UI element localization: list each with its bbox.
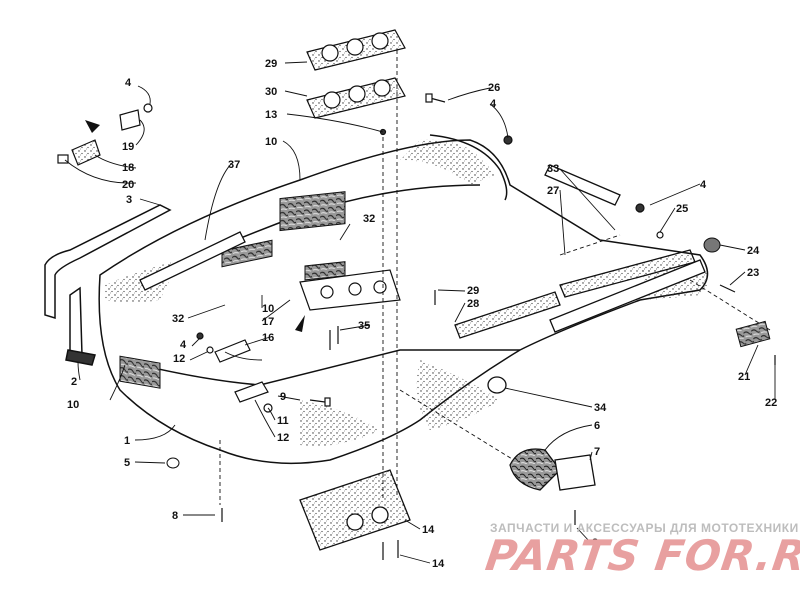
cap-34 bbox=[487, 376, 507, 394]
callout-32-left: 32 bbox=[172, 313, 184, 325]
reflector-21 bbox=[735, 320, 771, 348]
callout-24: 24 bbox=[747, 245, 760, 257]
callout-10-left: 10 bbox=[67, 399, 79, 411]
callout-33: 33 bbox=[547, 163, 559, 175]
callout-10-mid: 10 bbox=[262, 303, 274, 315]
callout-17: 17 bbox=[262, 316, 274, 328]
decal-lower bbox=[304, 261, 346, 281]
bracket-16 bbox=[214, 339, 251, 363]
left-trim bbox=[139, 231, 246, 291]
callout-14: 14 bbox=[432, 558, 445, 570]
callout-6: 6 bbox=[594, 420, 600, 432]
callout-13: 13 bbox=[265, 109, 277, 121]
leader-lines bbox=[64, 61, 776, 564]
callout-37: 37 bbox=[228, 159, 240, 171]
callout-12-low: 12 bbox=[277, 432, 289, 444]
callout-15: 14 bbox=[422, 524, 435, 536]
side-rail bbox=[44, 204, 172, 366]
callout-1: 1 bbox=[124, 435, 130, 447]
callout-28: 28 bbox=[467, 298, 479, 310]
callout-10-top: 10 bbox=[265, 136, 277, 148]
callout-19: 19 bbox=[122, 141, 134, 153]
callout-12-mid: 12 bbox=[173, 353, 185, 365]
decal-left bbox=[221, 239, 273, 268]
callout-18: 18 bbox=[122, 162, 134, 174]
callout-27: 27 bbox=[547, 185, 559, 197]
callout-4-left: 4 bbox=[125, 77, 132, 89]
callout-34: 34 bbox=[594, 402, 607, 414]
callout-2: 2 bbox=[71, 376, 77, 388]
arrow-left bbox=[85, 120, 100, 133]
decal-side bbox=[119, 355, 161, 389]
callout-labels: 29 30 13 10 26 4 4 19 18 20 3 37 32 33 2… bbox=[67, 58, 777, 570]
hood-shading-lower bbox=[416, 360, 500, 430]
assembly-lines bbox=[219, 50, 771, 505]
callout-4-mid: 4 bbox=[180, 339, 187, 351]
callout-23: 23 bbox=[747, 267, 759, 279]
callout-4-top: 4 bbox=[490, 98, 497, 110]
right-trim bbox=[454, 164, 706, 339]
callout-25: 25 bbox=[676, 203, 688, 215]
callout-5: 5 bbox=[124, 457, 130, 469]
knob-24 bbox=[703, 237, 721, 253]
callout-22: 22 bbox=[765, 397, 777, 409]
watermark-subtitle: ЗАПЧАСТИ И АКСЕССУАРЫ ДЛЯ МОТОТЕХНИКИ bbox=[490, 521, 799, 535]
callout-29: 29 bbox=[467, 285, 479, 297]
gauge-gasket-30 bbox=[306, 29, 406, 71]
callout-32-right: 32 bbox=[363, 213, 375, 225]
callout-30: 29 bbox=[265, 58, 277, 70]
callout-20: 20 bbox=[122, 179, 134, 191]
plug-5 bbox=[166, 457, 180, 469]
dash-panel bbox=[299, 269, 401, 311]
callout-31: 30 bbox=[265, 86, 277, 98]
mounting-plate bbox=[299, 469, 411, 551]
gauge-gasket-31 bbox=[306, 77, 406, 119]
callout-8-right: 8 bbox=[592, 537, 598, 549]
callout-16: 16 bbox=[262, 332, 274, 344]
callout-26: 26 bbox=[488, 82, 500, 94]
callout-4-right: 4 bbox=[700, 179, 707, 191]
bracket-assembly bbox=[57, 103, 153, 166]
callout-21: 21 bbox=[738, 371, 750, 383]
decal-upper bbox=[279, 191, 346, 232]
callout-35: 35 bbox=[358, 320, 370, 332]
hood-shading-bottom bbox=[300, 400, 380, 446]
watermark-logo: PARTS FOR.RU bbox=[482, 531, 800, 580]
fasteners bbox=[196, 93, 776, 560]
callout-7: 7 bbox=[594, 446, 600, 458]
callout-11: 11 bbox=[277, 415, 289, 427]
arrow-center bbox=[295, 315, 305, 332]
callout-9: 9 bbox=[280, 391, 286, 403]
callout-8-left: 8 bbox=[172, 510, 178, 522]
bracket-10 bbox=[234, 381, 269, 403]
callout-3: 3 bbox=[126, 194, 132, 206]
light-assembly bbox=[509, 448, 596, 491]
hood-shading-top bbox=[400, 139, 495, 185]
